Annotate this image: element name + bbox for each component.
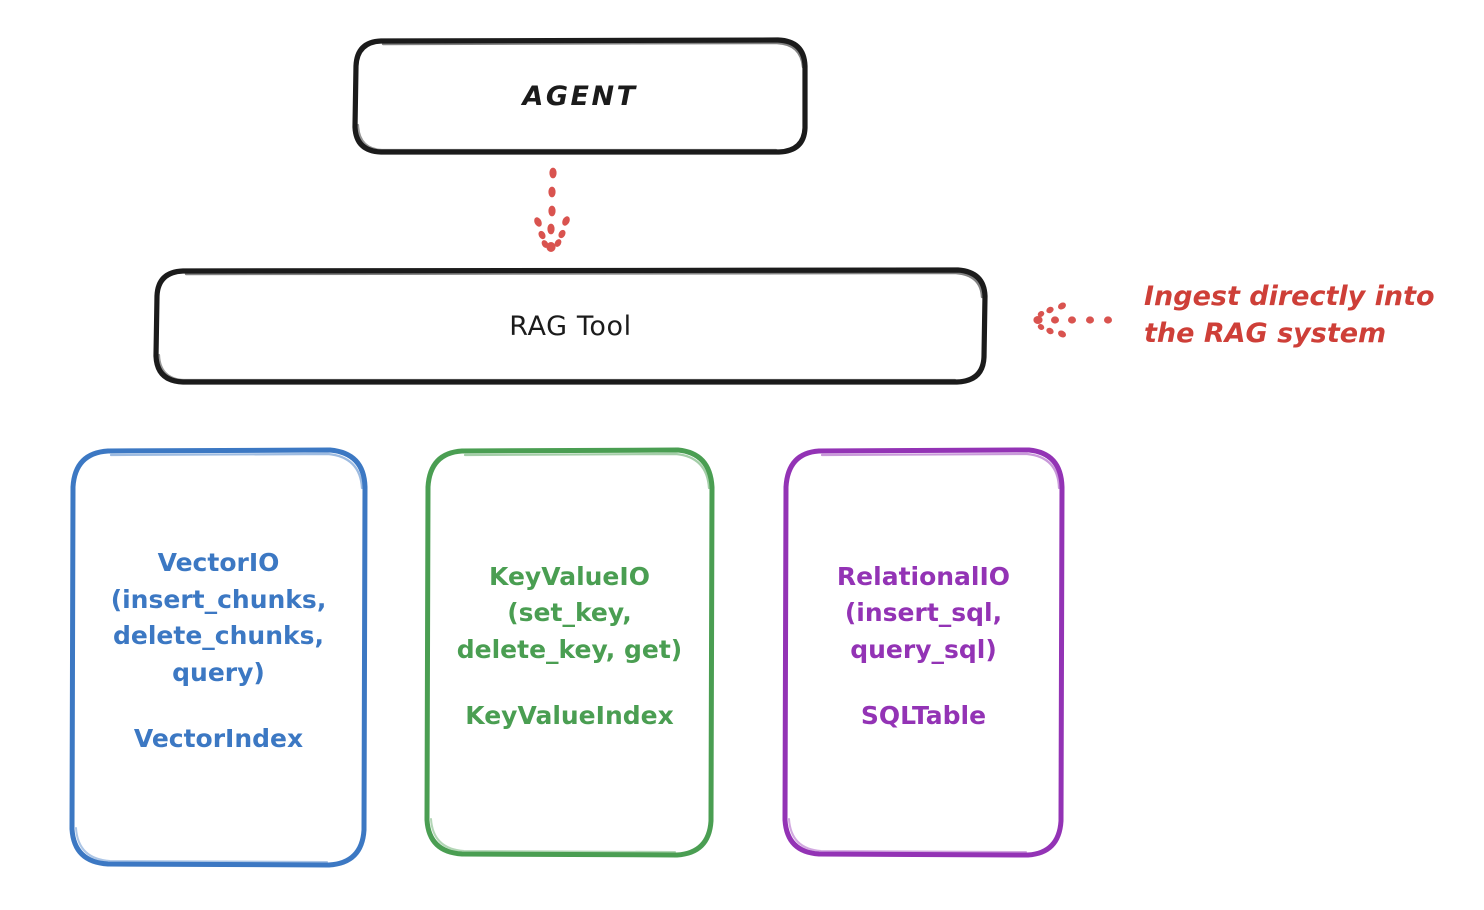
node-vector-io[interactable]: VectorIO (insert_chunks, delete_chunks, … xyxy=(72,450,365,865)
node-rag-tool-label: RAG Tool xyxy=(509,310,632,342)
node-relational-io[interactable]: RelationalIO (insert_sql, query_sql) SQL… xyxy=(785,450,1062,855)
node-rag-tool[interactable]: RAG Tool xyxy=(156,270,985,383)
node-key-value-io-index-label: KeyValueIndex xyxy=(465,701,674,730)
annotation-ingest-label: Ingest directly into the RAG system xyxy=(1144,281,1435,350)
node-relational-io-index-label: SQLTable xyxy=(860,701,987,730)
connector-agent-to-rag-tool xyxy=(534,167,570,252)
connector-ingest-to-rag-tool xyxy=(1033,302,1112,338)
node-vector-io-api-label: VectorIO (insert_chunks, delete_chunks, … xyxy=(110,548,327,687)
node-agent-label: AGENT xyxy=(522,80,638,112)
node-key-value-io-api-label: KeyValueIO (set_key, delete_key, get) xyxy=(456,561,683,664)
node-key-value-io[interactable]: KeyValueIO (set_key, delete_key, get) Ke… xyxy=(427,450,712,855)
node-vector-io-index-label: VectorIndex xyxy=(133,724,304,754)
node-agent[interactable]: AGENT xyxy=(355,40,805,153)
node-relational-io-api-label: RelationalIO (insert_sql, query_sql) xyxy=(836,561,1011,664)
